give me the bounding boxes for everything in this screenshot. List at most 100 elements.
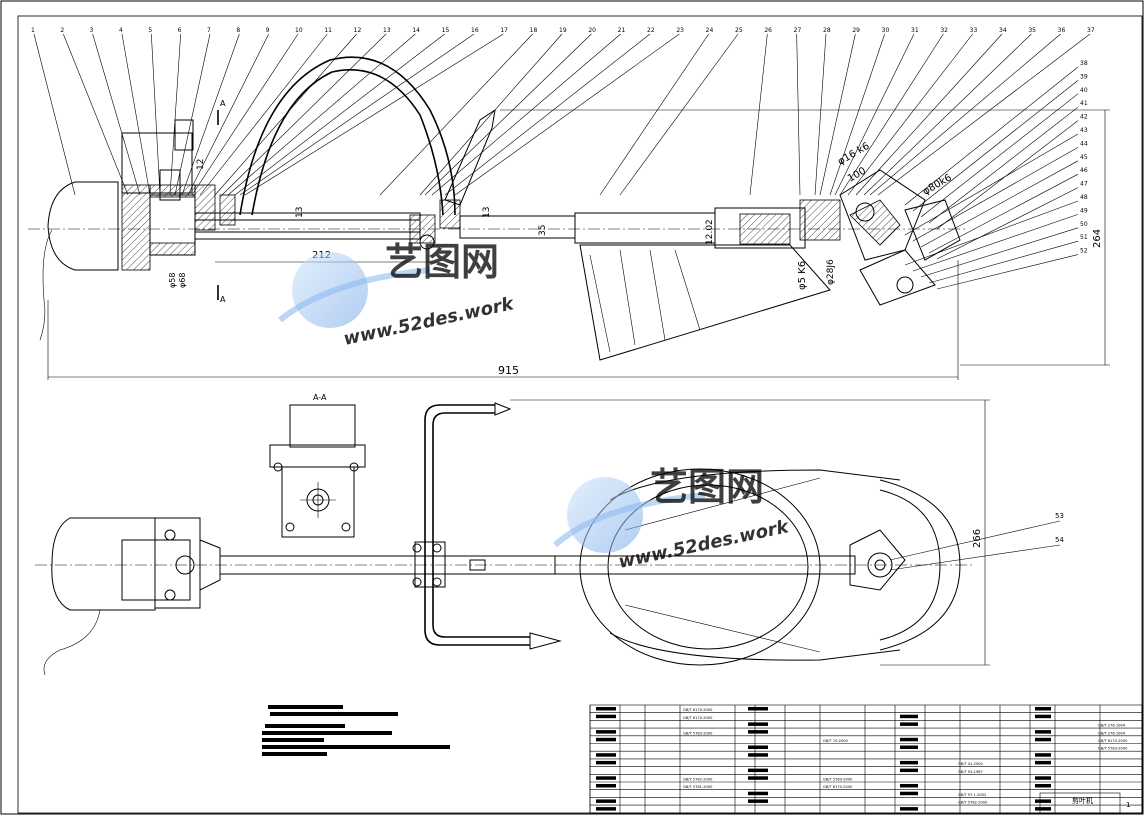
redacted-cell — [900, 791, 918, 796]
dim-dia-58: φ58 — [168, 273, 177, 288]
balloon-12: 12 — [354, 27, 362, 34]
balloon-54: 54 — [1055, 536, 1064, 544]
balloon-51: 51 — [1080, 234, 1088, 241]
leader-line — [936, 120, 1079, 230]
leader-line — [444, 33, 651, 196]
sheet-number: 1 — [1126, 801, 1130, 809]
balloon-49: 49 — [1080, 207, 1088, 214]
leader-line — [181, 33, 240, 196]
balloon-22: 22 — [647, 27, 655, 34]
leader-line — [599, 33, 709, 196]
redacted-cell — [1035, 784, 1051, 788]
balloon-16: 16 — [471, 27, 479, 34]
balloon-26: 26 — [764, 27, 772, 34]
balloon-52: 52 — [1080, 248, 1088, 255]
leader-line — [855, 33, 1003, 196]
balloon-29: 29 — [852, 27, 860, 34]
balloon-35: 35 — [1028, 27, 1036, 34]
leader-line — [191, 33, 299, 196]
balloon-36: 36 — [1058, 27, 1066, 34]
leader-line — [234, 33, 445, 196]
parts-standard-code: GB/T 276-1994 — [1098, 724, 1126, 728]
redacted-cell — [748, 722, 768, 726]
dim-12002: 12.02 — [705, 219, 715, 245]
redacted-cell — [748, 745, 768, 749]
leader-line — [419, 33, 563, 196]
balloon-27: 27 — [794, 27, 802, 34]
leader-line — [904, 200, 1079, 266]
redacted-cell — [900, 737, 918, 742]
redacted-cell — [1035, 707, 1051, 711]
redacted-cell — [596, 753, 616, 757]
dim-shaft-13b: 13 — [482, 207, 492, 218]
redacted-cell — [748, 707, 768, 711]
watermark-url-bottom: www.52des.work — [617, 516, 792, 573]
leader-line — [221, 33, 387, 196]
leader-line — [877, 33, 1091, 196]
leader-line — [379, 33, 533, 196]
parts-standard-code: GB/T 5781-2000 — [683, 785, 713, 789]
redacted-cell — [1035, 753, 1051, 757]
leader-line — [174, 33, 211, 196]
redacted-cell — [900, 745, 918, 749]
balloon-1: 1 — [31, 27, 35, 34]
lower-plan-view: 266 53 54 — [35, 399, 1064, 676]
balloon-18: 18 — [530, 27, 538, 34]
redacted-cell — [1035, 737, 1051, 742]
redacted-cell — [1035, 799, 1051, 803]
parts-standard-code: GB/T 6170-2000 — [1098, 739, 1128, 743]
dim-dia-80k6: φ80k6 — [921, 172, 954, 197]
leader-line — [151, 33, 161, 196]
balloon-50: 50 — [1080, 221, 1088, 228]
leader-line — [63, 33, 129, 196]
redacted-cell — [900, 768, 918, 773]
dim-height-right: 264 — [1092, 229, 1103, 248]
balloon-34: 34 — [999, 27, 1007, 34]
redacted-cell — [748, 791, 768, 796]
technical-notes — [262, 705, 450, 756]
balloon-23: 23 — [676, 27, 684, 34]
balloon-8: 8 — [236, 27, 240, 34]
balloon-9: 9 — [266, 27, 270, 34]
leader-line — [619, 33, 739, 196]
dim-shaft-13: 13 — [295, 207, 305, 218]
balloon-10: 10 — [295, 27, 303, 34]
leader-line — [920, 227, 1079, 278]
balloon-3: 3 — [90, 27, 94, 34]
leader-line — [847, 33, 973, 196]
dim-height-lower: 266 — [972, 529, 983, 548]
leader-line — [920, 93, 1079, 218]
redacted-cell — [596, 707, 616, 711]
leader-line — [863, 33, 1032, 196]
balloon-48: 48 — [1080, 194, 1088, 201]
leader-line — [814, 33, 827, 196]
balloon-19: 19 — [559, 27, 567, 34]
balloon-13: 13 — [383, 27, 391, 34]
leader-line — [912, 214, 1079, 272]
balloon-46: 46 — [1080, 167, 1088, 174]
redacted-cell — [748, 753, 768, 757]
section-cut-bottom: A — [220, 295, 226, 304]
leader-line — [928, 240, 1079, 284]
redacted-cell — [900, 784, 918, 788]
redacted-cell — [900, 714, 918, 719]
leader-line — [920, 160, 1079, 248]
section-aa-view: A-A — [269, 393, 366, 538]
parts-standard-code: GB/T 6170-2000 — [823, 785, 853, 789]
balloon-5: 5 — [148, 27, 152, 34]
balloon-42: 42 — [1080, 114, 1088, 121]
parts-standard-code: GB/T 5783-2000 — [823, 778, 853, 782]
balloon-40: 40 — [1080, 87, 1088, 94]
redacted-cell — [748, 776, 768, 780]
leader-line — [936, 254, 1079, 290]
watermark-brand-top: 艺图网 — [385, 240, 499, 284]
leader-line — [33, 33, 76, 196]
redacted-cell — [1035, 714, 1051, 719]
balloon-15: 15 — [442, 27, 450, 34]
leader-line — [912, 147, 1079, 242]
watermark-bottom: 艺图网 www.52des.work — [553, 465, 792, 573]
leader-line — [829, 33, 885, 196]
parts-standard-code: GB/T 5783-2000 — [1098, 747, 1128, 751]
leader-line — [904, 133, 1079, 236]
